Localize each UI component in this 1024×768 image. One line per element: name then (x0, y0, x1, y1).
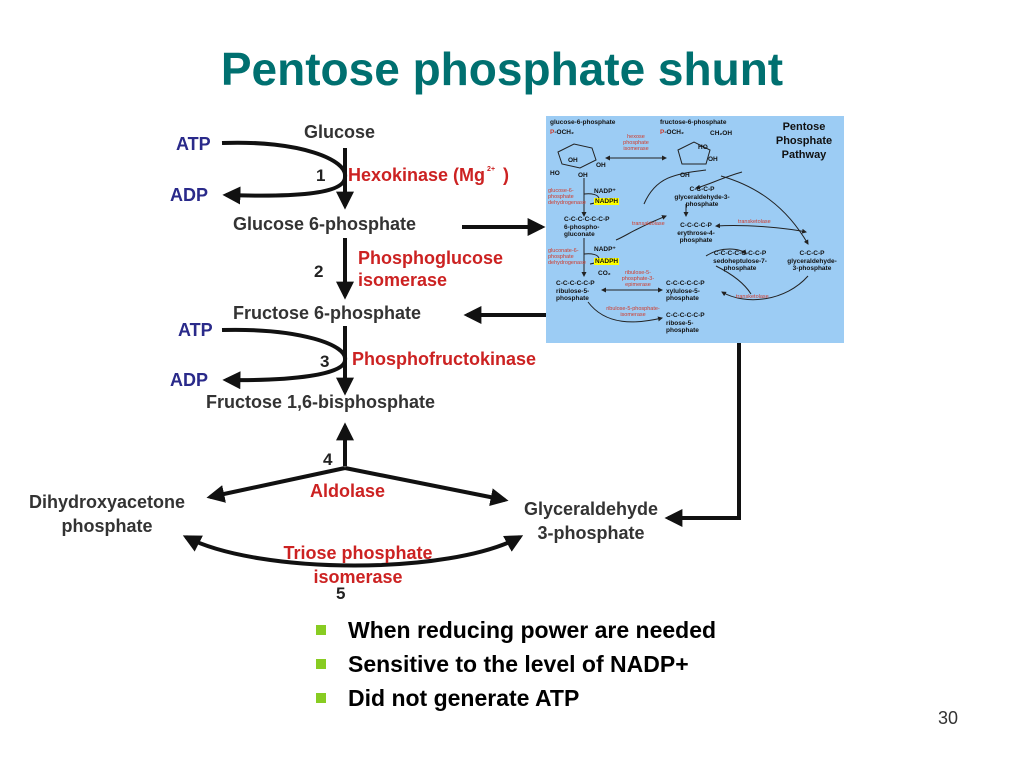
ppp-nadph-2: NADPH (594, 258, 620, 265)
arrow-ppp-to-g3p (664, 343, 741, 527)
ppp-transketolase-1: transketolase (738, 219, 771, 225)
adp-label-1: ADP (170, 185, 209, 205)
fructose-6-phosphate-label: Fructose 6-phosphate (233, 303, 422, 323)
bullet-square-icon (316, 625, 326, 635)
pentose-phosphate-pathway-figure: Pentose Phosphate Pathway glucose-6-phos… (546, 116, 844, 343)
ppp-6-phosphogluconate: C-C-C-C-C-C-P 6-phospho- gluconate (564, 216, 610, 238)
adp-label-2: ADP (170, 370, 209, 390)
ppp-oh-1: OH (568, 157, 578, 164)
ppp-ho-1: HO (550, 170, 560, 177)
ppp-transaldolase: transaldolase (632, 221, 665, 227)
page-number: 30 (938, 708, 959, 728)
ppp-co2: CO₂ (598, 270, 611, 277)
ppp-oh-4: OH (708, 156, 718, 163)
ppp-ribose-isomerase: ribulose-5-phosphate-isomerase (606, 306, 660, 318)
ppp-nadph-1: NADPH (594, 198, 620, 205)
fructose-1-6-bisphosphate-label: Fructose 1,6-bisphosphate (206, 392, 436, 412)
step-3-number: 3 (320, 352, 330, 371)
ppp-f6p-pgroup: P-OCH₂ (660, 129, 684, 136)
phosphofructokinase-label: Phosphofructokinase (352, 349, 537, 369)
ppp-oh-2: OH (596, 162, 606, 169)
glyceraldehyde-3-phosphate-label: Glyceraldehyde 3-phosphate (523, 499, 659, 543)
step-4-number: 4 (323, 450, 333, 469)
dhap-label: Dihydroxyacetone phosphate (28, 492, 186, 536)
atp-adp-curve-1 (221, 140, 348, 205)
bullet-item: When reducing power are needed (316, 613, 716, 647)
bullet-square-icon (316, 693, 326, 703)
bullet-item: Sensitive to the level of NADP+ (316, 647, 716, 681)
ppp-ho-2: HO (698, 144, 708, 151)
ppp-g6p-label: glucose-6-phosphate (550, 119, 616, 126)
slide-title: Pentose phosphate shunt (220, 43, 784, 95)
arrow-tpi (182, 535, 524, 568)
bullet-item: Did not generate ATP (316, 681, 716, 715)
aldolase-label: Aldolase (310, 481, 386, 501)
step-2-number: 2 (314, 262, 324, 281)
ppp-arrows (557, 141, 809, 323)
mg-superscript: 2+ (487, 166, 496, 173)
ppp-ch2oh: CH₂OH (710, 130, 733, 137)
glucose-ring (557, 143, 597, 169)
ppp-f6p-label: fructose-6-phosphate (660, 119, 727, 126)
ppp-g6p-pgroup: P-OCH₂ (550, 129, 574, 136)
step-1-number: 1 (316, 166, 326, 185)
glucose-6-phosphate-label: Glucose 6-phosphate (233, 214, 417, 234)
triose-phosphate-isomerase-label: Triose phosphate isomerase (283, 543, 433, 587)
step-5-number: 5 (336, 584, 346, 603)
atp-label-1: ATP (176, 134, 211, 154)
ppp-nadp-2: NADP⁺ (594, 246, 616, 253)
atp-adp-curve-2 (221, 327, 348, 390)
ppp-nadp-1: NADP⁺ (594, 188, 616, 195)
glucose-label: Glucose (304, 122, 376, 142)
atp-label-2: ATP (178, 320, 213, 340)
ppp-transketolase-2: transketolase (736, 294, 769, 300)
ppp-oh-3: OH (578, 172, 588, 179)
arrow-to-dhap (206, 466, 346, 503)
arrow-to-g3p (344, 466, 509, 507)
ppp-title: Pentose Phosphate Pathway (775, 121, 833, 161)
bullet-list: When reducing power are needed Sensitive… (316, 613, 716, 715)
phosphoglucose-isomerase-label: Phosphoglucose isomerase (358, 248, 504, 290)
fructose-ring (677, 141, 711, 165)
ppp-ribulose-epimerase: ribulose-5-phosphate-3-epimerase (621, 270, 655, 288)
ppp-oh-5: OH (680, 172, 690, 179)
bullet-square-icon (316, 659, 326, 669)
